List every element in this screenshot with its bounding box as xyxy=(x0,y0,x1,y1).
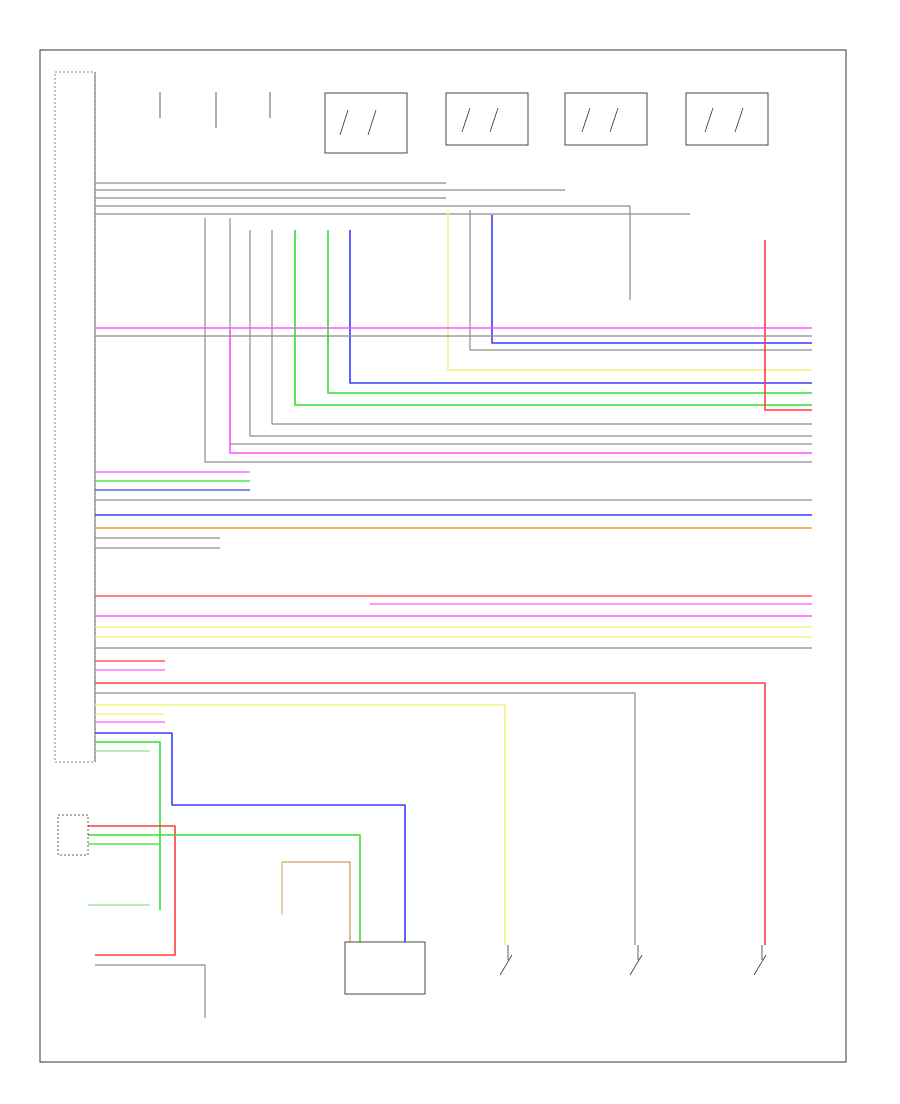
wire-yellow-38 xyxy=(95,704,506,945)
top-relay-4 xyxy=(685,92,769,146)
wire-gray-7 xyxy=(229,218,812,445)
actuator-left-box xyxy=(57,814,89,856)
wire-gray-8 xyxy=(249,230,812,437)
door-switch-2-symbol xyxy=(629,945,643,976)
wire-green-42 xyxy=(95,741,161,910)
wire-gray-9 xyxy=(271,230,812,425)
door-switch-3-symbol xyxy=(753,945,767,976)
wire-gray-10 xyxy=(469,210,812,351)
wire-green-45 xyxy=(88,834,361,942)
module-connector-block xyxy=(54,71,96,763)
wire-gray-50 xyxy=(95,964,206,1018)
top-relay-3 xyxy=(564,92,648,146)
wires-group xyxy=(88,182,812,1018)
wire-pink-16 xyxy=(229,330,812,454)
switch-center-box xyxy=(344,941,426,995)
top-relay-2 xyxy=(445,92,529,146)
wire-gray-6 xyxy=(204,218,812,463)
wire-green-11 xyxy=(294,230,812,406)
top-switch-stubs xyxy=(159,92,271,128)
diagram-frame xyxy=(39,49,847,1063)
wire-gray-4 xyxy=(95,205,631,300)
wire-green-12 xyxy=(327,230,812,394)
wire-gray-37 xyxy=(95,692,636,945)
wire-tan-47 xyxy=(282,861,351,942)
wire-red-36 xyxy=(95,682,766,945)
wire-blue-15 xyxy=(491,215,812,344)
wire-red-44 xyxy=(88,825,176,956)
wire-blue-13 xyxy=(349,230,812,384)
door-switch-1-symbol xyxy=(499,945,513,976)
top-relay-1 xyxy=(324,92,408,154)
wire-blue-41 xyxy=(95,732,406,942)
wire-red-18 xyxy=(764,240,812,411)
wire-yellow-14 xyxy=(447,210,812,371)
